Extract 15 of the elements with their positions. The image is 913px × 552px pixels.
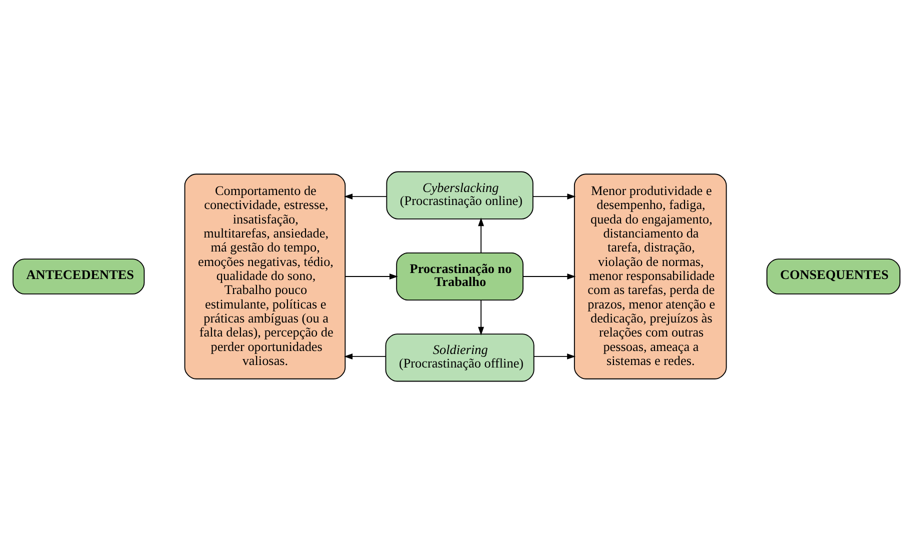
node-box: Comportamento de conectividade, estresse, insatisfação, multitarefas, ansiedade, má gestão do tempo, emoções negativas, tédio, qualidade do sono, Trabalho pouco estimulante, políticas e práticas ambíguas (ou a falta delas), percepção de perder oportunidades valiosas. bbox=[184, 173, 346, 379]
arrow bbox=[534, 352, 576, 359]
node-box: Procrastinação no Trabalho bbox=[396, 252, 524, 300]
arrow bbox=[478, 217, 484, 253]
arrow bbox=[344, 352, 386, 359]
node-box: CONSEQUENTES bbox=[766, 258, 900, 294]
node-box: ANTECEDENTES bbox=[12, 258, 145, 294]
arrow bbox=[522, 273, 576, 279]
node-box: Cyberslacking (Procrastinação online) bbox=[386, 170, 534, 219]
arrow bbox=[344, 273, 398, 279]
node-box: Menor produtividade e desempenho, fadiga, queda do engajamento, distanciamento da tarefa, distração, violação de normas, menor responsabilidade com as tarefas, perda de prazos, menor atenção e dedicação, prejuízos às relações com outras pessoas, ameaça a sistemas e redes. bbox=[574, 173, 727, 379]
arrow bbox=[532, 193, 576, 200]
node-box: Soldiering (Procrastinação offline) bbox=[385, 333, 534, 382]
arrow bbox=[478, 299, 484, 335]
arrow bbox=[344, 193, 387, 200]
